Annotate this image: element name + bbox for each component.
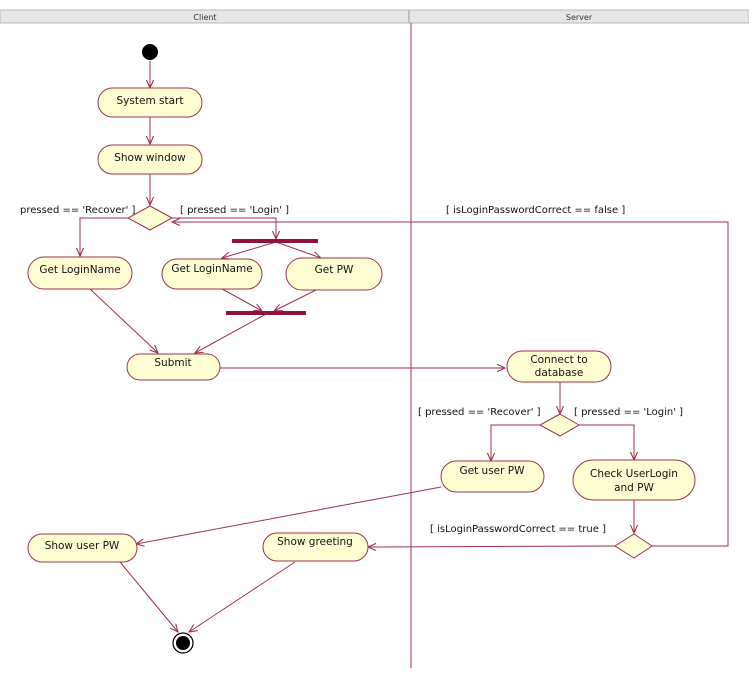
decision-login-correct — [614, 533, 653, 559]
node-show-window-label: Show window — [114, 152, 186, 164]
node-show-window: Show window — [97, 144, 203, 175]
node-connect-label-line1: Connect to — [530, 354, 587, 366]
node-get-user-pw: Get user PW — [440, 460, 545, 493]
node-show-user-pw: Show user PW — [27, 533, 138, 563]
node-system-start: System start — [97, 87, 203, 118]
edge-get-pw-to-join — [274, 287, 321, 311]
node-show-user-pw-shape — [27, 533, 138, 563]
edge-server-decision-to-get-user-pw — [491, 424, 540, 461]
node-get-user-pw-shape — [440, 460, 545, 493]
guard-client-recover: pressed == 'Recover' ] — [20, 205, 136, 216]
node-check-label-line2: and PW — [614, 482, 654, 494]
node-get-pw: Get PW — [285, 257, 383, 291]
edge-get-loginname-recover-to-submit — [89, 288, 158, 353]
node-check-label-line1: Check UserLogin — [590, 468, 678, 480]
edge-fork-to-get-loginname — [222, 241, 277, 258]
guard-client-login: [ pressed == 'Login' ] — [180, 205, 289, 216]
node-show-greeting: Show greeting — [262, 532, 369, 562]
join-bar — [226, 311, 306, 315]
guard-login-false: [ isLoginPasswordCorrect == false ] — [446, 205, 625, 216]
node-show-user-pw-label: Show user PW — [45, 540, 120, 552]
initial-node — [142, 44, 158, 60]
edge-join-to-submit — [195, 313, 267, 353]
node-get-pw-label: Get PW — [315, 264, 354, 276]
swimlane-header: Client Server — [0, 9, 749, 24]
node-check-userlogin: Check UserLogin and PW — [572, 459, 696, 501]
node-connect-label-line2: database — [535, 367, 584, 379]
node-get-pw-shape — [285, 257, 383, 291]
header-bar — [0, 9, 749, 24]
decision-server-pressed — [538, 413, 580, 437]
node-show-greeting-label: Show greeting — [277, 536, 353, 548]
node-get-loginname-login: Get LoginName — [161, 258, 263, 290]
node-submit-shape — [126, 353, 221, 381]
final-node — [172, 632, 194, 654]
edges — [80, 61, 729, 632]
node-get-loginname-recover-label: Get LoginName — [39, 264, 120, 276]
node-submit: Submit — [126, 353, 221, 381]
decision-client-pressed — [126, 205, 174, 231]
fork-bar — [232, 239, 318, 243]
edge-login-false-loop — [172, 222, 729, 547]
guard-server-recover: [ pressed == 'Recover' ] — [418, 407, 541, 418]
node-connect-database-shape — [506, 350, 612, 383]
edge-show-user-pw-to-end — [119, 561, 178, 632]
node-show-window-shape — [97, 144, 203, 175]
node-check-userlogin-shape — [572, 459, 696, 501]
guard-login-true: [ isLoginPasswordCorrect == true ] — [430, 524, 606, 535]
node-submit-label: Submit — [154, 357, 191, 369]
node-system-start-shape — [97, 87, 203, 118]
node-get-loginname-login-shape — [161, 258, 263, 290]
final-node-dot — [176, 636, 190, 650]
lane-title-server: Server — [566, 13, 593, 22]
node-get-loginname-login-label: Get LoginName — [171, 263, 252, 275]
node-get-user-pw-label: Get user PW — [459, 465, 525, 477]
node-get-loginname-recover-shape — [27, 256, 133, 290]
node-show-greeting-shape — [262, 532, 369, 562]
edge-decision-to-fork — [172, 217, 276, 239]
node-system-start-label: System start — [117, 95, 184, 107]
edge-login-true-to-show-greeting — [368, 546, 616, 547]
edge-fork-to-get-pw — [275, 241, 321, 258]
edge-decision-to-get-loginname-recover — [80, 217, 128, 256]
lane-title-client: Client — [193, 13, 216, 22]
edge-server-decision-to-check — [579, 424, 634, 460]
node-get-loginname-recover: Get LoginName — [27, 256, 133, 290]
node-connect-database: Connect to database — [506, 350, 612, 383]
edge-show-greeting-to-end — [189, 561, 296, 632]
edge-get-user-pw-to-show-user-pw — [136, 486, 442, 544]
guard-server-login: [ pressed == 'Login' ] — [574, 407, 683, 418]
